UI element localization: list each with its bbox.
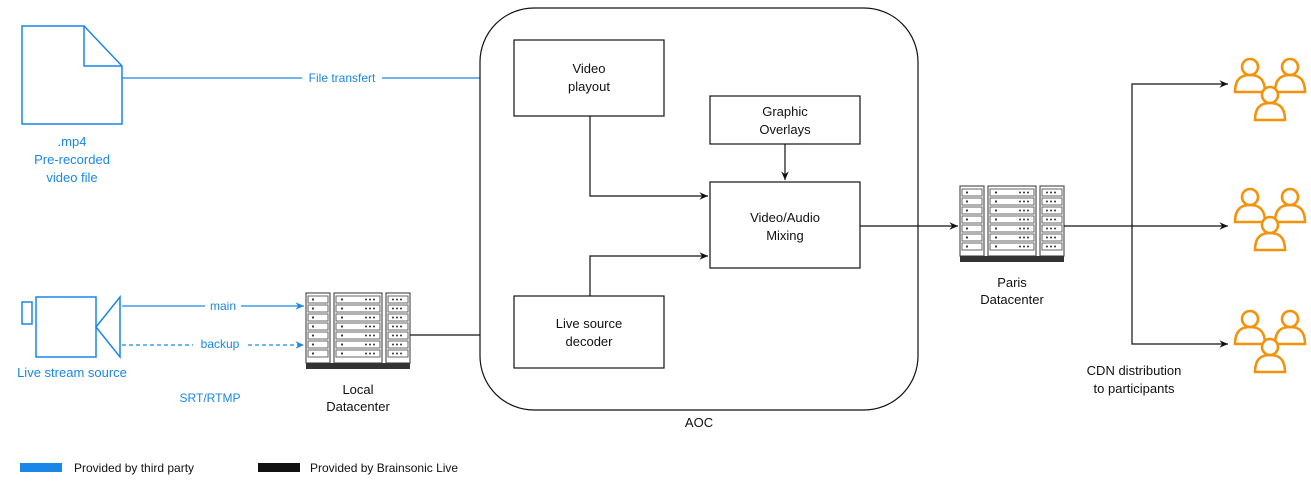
paris-datacenter: Paris Datacenter [959, 185, 1065, 307]
legend-brainsonic-swatch [258, 463, 300, 472]
graphic-overlays-box: Graphic Overlays [709, 95, 861, 145]
paris-datacenter-line2: Datacenter [980, 292, 1044, 307]
live-decoder-line1: Live source [556, 316, 622, 331]
server-rack-icon [305, 292, 411, 370]
legend: Provided by third party Provided by Brai… [20, 461, 458, 475]
local-datacenter: Local Datacenter [305, 292, 411, 414]
aoc-label: AOC [685, 415, 713, 430]
file-transfer-label: File transfert [309, 71, 376, 85]
participants-group-middle [1233, 187, 1307, 252]
legend-brainsonic-label: Provided by Brainsonic Live [310, 461, 458, 475]
participants-group-top [1233, 57, 1307, 122]
main-label: main [210, 299, 236, 313]
local-datacenter-line2: Datacenter [326, 399, 390, 414]
file-desc-label: video file [46, 170, 97, 185]
local-datacenter-line1: Local [342, 382, 373, 397]
document-icon [21, 25, 123, 125]
graphic-overlays-line1: Graphic [762, 104, 808, 119]
legend-third-party-label: Provided by third party [74, 461, 194, 475]
file-extension-label: .mp4 [58, 134, 87, 149]
mixing-line1: Video/Audio [750, 210, 820, 225]
file-source: .mp4 Pre-recorded video file [21, 25, 123, 185]
file-type-label: Pre-recorded [34, 152, 110, 167]
protocol-label: SRT/RTMP [180, 391, 241, 405]
video-playout-box: Video playout [513, 39, 665, 117]
server-rack-icon [959, 185, 1065, 263]
paris-datacenter-line1: Paris [997, 275, 1027, 290]
legend-third-party-swatch [20, 463, 62, 472]
live-source-label: Live stream source [17, 365, 127, 380]
video-playout-line2: playout [568, 79, 610, 94]
file-transfer-edge: File transfert [122, 70, 512, 86]
main-stream-edge: main [122, 299, 304, 313]
users-group-icon [1233, 187, 1307, 252]
video-playout-line1: Video [572, 61, 605, 76]
participants-group-bottom [1233, 309, 1307, 374]
graphic-overlays-line2: Overlays [759, 122, 811, 137]
camera-icon [21, 294, 121, 360]
playout-to-mixing-edge [589, 116, 708, 200]
live-source: Live stream source SRT/RTMP [17, 294, 241, 405]
backup-label: backup [201, 337, 240, 351]
mixing-line2: Mixing [766, 228, 804, 243]
live-decoder-box: Live source decoder [513, 295, 665, 369]
cdn-line2: to participants [1094, 381, 1175, 396]
users-group-icon [1233, 309, 1307, 374]
users-group-icon [1233, 57, 1307, 122]
live-decoder-line2: decoder [566, 334, 614, 349]
cdn-line1: CDN distribution [1087, 363, 1182, 378]
decoder-to-mixing-edge [589, 252, 708, 296]
mixing-box: Video/Audio Mixing [709, 181, 861, 269]
backup-stream-edge: backup [122, 337, 304, 351]
cdn-distribution-edges [1064, 80, 1228, 348]
